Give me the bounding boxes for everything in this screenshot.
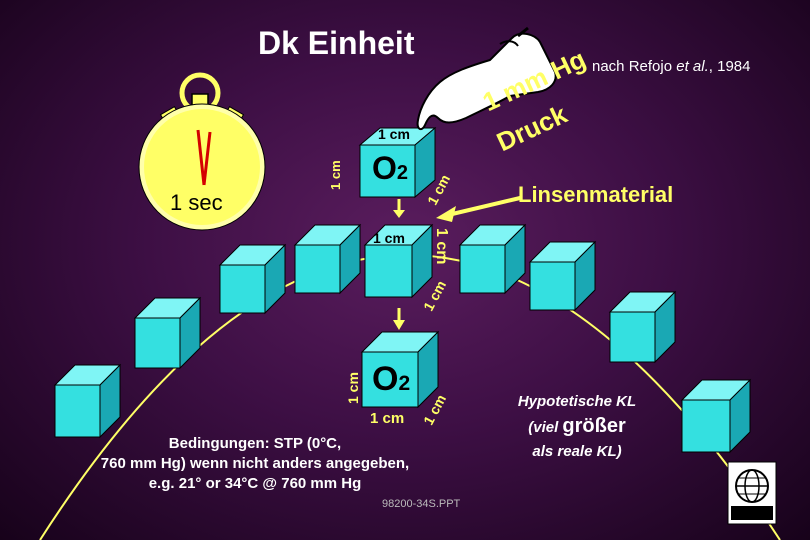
- cube: [458, 223, 527, 295]
- cube: [528, 240, 597, 312]
- bottom-cube-bottom-label: 1 cm: [370, 410, 405, 427]
- cube: [680, 378, 752, 454]
- cube: [218, 243, 287, 315]
- hypothetical-line3: als reale KL): [532, 443, 622, 460]
- citation-italic: et al.: [676, 58, 709, 75]
- conditions-text: Bedingungen: STP (0°C, 760 mm Hg) wenn n…: [55, 434, 455, 494]
- top-cube-top-label: 1 cm: [378, 126, 410, 142]
- mid-cube-right-label: 1 cm: [433, 228, 450, 265]
- stopwatch-label: 1 sec: [170, 190, 223, 215]
- flow-arrow-1-head: [393, 210, 405, 218]
- top-cube-formula-sub: 2: [396, 162, 409, 184]
- bottom-cube-formula: O2: [372, 360, 410, 399]
- citation-prefix: nach Refojo: [592, 58, 677, 75]
- hypothetical-line1: Hypotetische KL: [517, 393, 637, 410]
- top-cube-left-label: 1 cm: [328, 160, 343, 190]
- page-title: Dk Einheit: [258, 25, 415, 61]
- conditions-line1: Bedingungen: STP (0°C,: [168, 435, 342, 452]
- top-cube-formula-main: O: [372, 150, 397, 186]
- footer-code: 98200-34S.PPT: [382, 498, 461, 510]
- citation: nach Refojo et al., 1984: [592, 58, 750, 75]
- hypothetical-line2-b: größer: [562, 415, 626, 437]
- cube-top-o2: [358, 126, 437, 199]
- hypothetical-note: Hypotetische KL (viel größer als reale K…: [492, 390, 662, 464]
- hypothetical-line2: (viel größer: [492, 414, 662, 440]
- cube: [53, 363, 122, 439]
- citation-suffix: , 1984: [708, 58, 751, 75]
- conditions-line2: 760 mm Hg) wenn nicht anders angegeben,: [100, 455, 410, 472]
- lens-pointer-arrow: [436, 206, 456, 222]
- conditions-line3: e.g. 21° or 34°C @ 760 mm Hg: [148, 475, 362, 492]
- hypothetical-line2-a: (viel: [528, 419, 563, 436]
- cube-mid: [363, 223, 434, 299]
- lens-pointer-line: [447, 196, 521, 217]
- cube: [293, 223, 362, 295]
- cube: [608, 290, 677, 364]
- bottom-cube-formula-sub: 2: [398, 372, 411, 395]
- flow-arrow-2-head: [393, 320, 405, 330]
- cube: [133, 296, 202, 370]
- mid-cube-top-label: 1 cm: [373, 230, 405, 246]
- top-cube-formula: O2: [372, 150, 408, 187]
- cube-bottom-o2: [360, 330, 440, 409]
- lens-material-label: Linsenmaterial: [518, 182, 674, 207]
- bottom-cube-left-label: 1 cm: [345, 372, 361, 404]
- bottom-cube-formula-main: O: [372, 360, 399, 398]
